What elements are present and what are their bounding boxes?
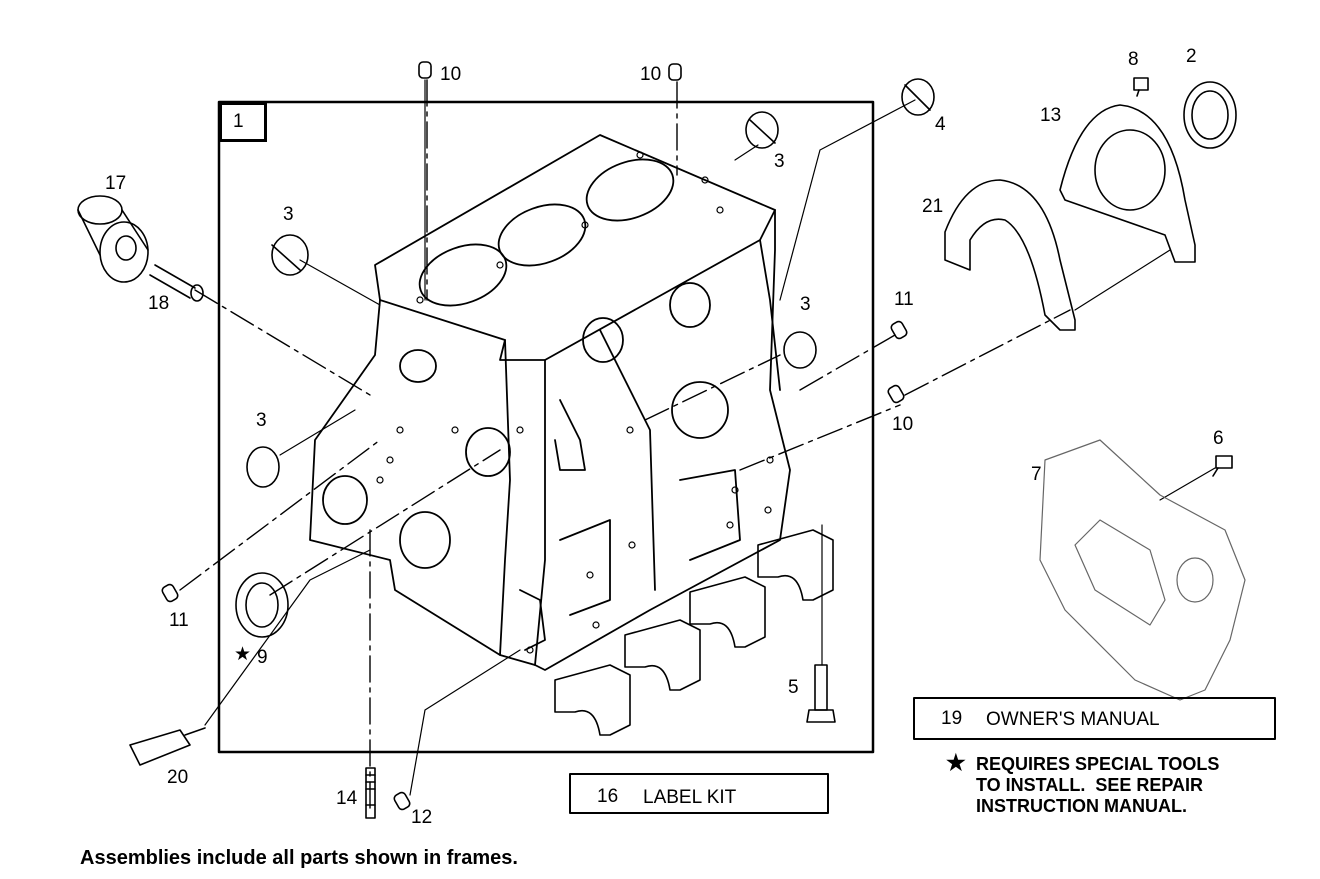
callout-3-left: 3 [283,204,294,225]
owners-manual-box [913,697,1276,740]
callout-12: 12 [411,807,433,828]
assembly-caption: Assemblies include all parts shown in fr… [80,847,518,869]
callout-3-lower: 3 [256,410,267,431]
callout-8: 8 [1128,49,1139,70]
retainer-bolt [1133,77,1149,97]
special-tool-star: ★ [234,644,252,665]
callout-6: 6 [1213,428,1224,449]
label-kit-number: 16 [597,786,619,807]
cap-bolt [806,664,836,723]
callout-1: 1 [233,111,244,132]
rear-seal-retainer [1059,104,1196,263]
label-kit-box [569,773,829,814]
callout-9: 9 [257,647,268,668]
callout-18: 18 [148,293,170,314]
oil-filter [77,195,149,283]
note-star: ★ [946,750,966,775]
assembly-frame [217,100,875,754]
callout-3-top: 3 [774,151,785,172]
callout-13: 13 [1040,105,1062,126]
sensor-plug [129,727,206,766]
owners-manual-number: 19 [941,708,963,729]
callout-10-right: 10 [892,414,914,435]
callout-5: 5 [788,677,799,698]
dowel-pins [161,61,908,811]
callout-2: 2 [1186,46,1197,67]
callout-11-left: 11 [169,610,189,631]
callout-17: 17 [105,173,127,194]
special-tools-note: REQUIRES SPECIAL TOOLS TO INSTALL. SEE R… [976,754,1220,816]
callout-11-right: 11 [894,289,914,310]
frame-number-box [219,102,267,142]
owners-manual-label: OWNER'S MANUAL [986,709,1160,730]
callout-10-left: 10 [440,64,462,85]
rear-plate [1039,439,1246,701]
callout-10-center: 10 [640,64,662,85]
label-kit-label: LABEL KIT [643,787,737,808]
callout-4: 4 [935,114,946,135]
plate-bolt [1212,455,1233,477]
retainer-gasket [944,179,1076,331]
solid-leaders [204,79,1216,796]
stud [365,767,376,819]
callout-14: 14 [336,788,358,809]
filter-nipple [149,264,204,302]
callout-3-right: 3 [800,294,811,315]
front-oil-seal [235,572,289,638]
core-plugs [246,78,935,488]
callout-20: 20 [167,767,189,788]
bearing-caps [554,529,834,736]
engine-block [309,134,791,671]
rear-oil-seal [1183,81,1237,149]
callout-7: 7 [1031,464,1042,485]
callout-21: 21 [922,196,944,217]
leader-lines [179,79,1071,811]
